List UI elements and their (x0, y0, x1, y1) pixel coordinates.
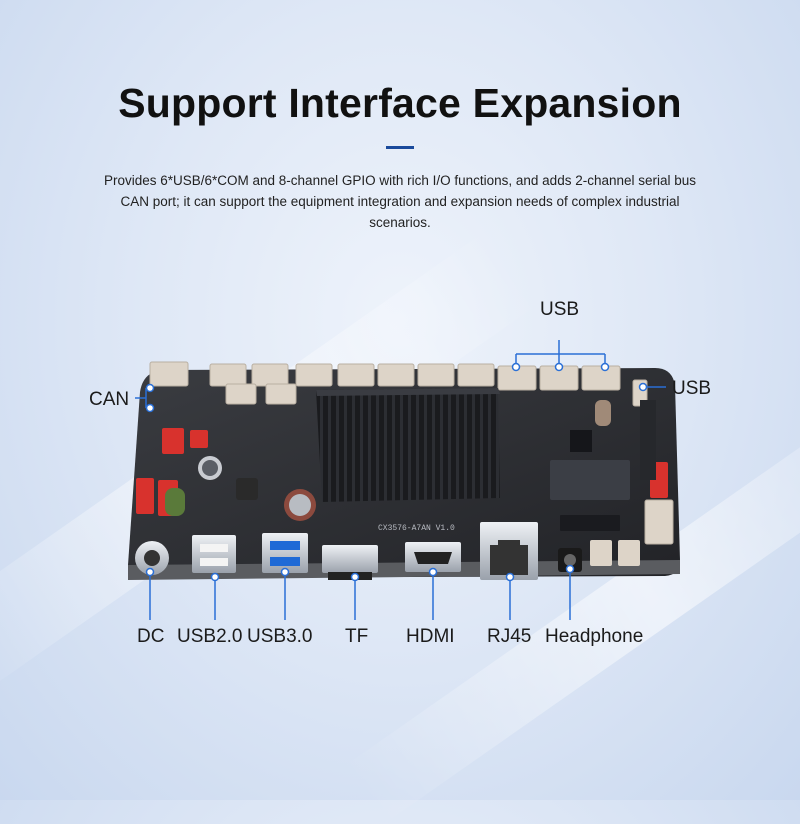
motherboard-image: CX3576-A7AN V1.0 (128, 340, 680, 620)
tf-slot (322, 545, 378, 580)
page-title: Support Interface Expansion (118, 80, 682, 126)
usb3-port (262, 533, 308, 573)
side-white-connectors (590, 540, 640, 566)
board-silkscreen: CX3576-A7AN V1.0 (378, 524, 455, 533)
usb2-port (192, 535, 236, 573)
hdmi-port (405, 542, 461, 572)
callout-hdmi: HDMI (406, 626, 455, 647)
cpu-heatsink (316, 388, 500, 502)
callout-tf: TF (345, 626, 369, 647)
dc-jack (135, 541, 169, 575)
callout-usb3: USB3.0 (247, 626, 313, 647)
headphone-jack (558, 548, 582, 572)
callout-usb2: USB2.0 (177, 626, 243, 647)
callout-lines (135, 340, 666, 620)
chipset-area (550, 400, 656, 531)
callout-can: CAN (89, 389, 130, 410)
callout-dc: DC (137, 626, 165, 647)
page-description: Provides 6*USB/6*COM and 8-channel GPIO … (103, 173, 697, 230)
title-underline (386, 146, 414, 149)
top-header-connectors (149, 361, 674, 545)
callout-right-usb: USB (672, 378, 712, 399)
callout-dots (145, 362, 648, 582)
capacitors (165, 400, 611, 521)
callout-rj45: RJ45 (487, 626, 532, 647)
red-headers (136, 428, 668, 516)
rj45-port (480, 522, 538, 580)
callout-headphone: Headphone (545, 626, 644, 647)
callout-top-usb: USB (540, 299, 580, 320)
